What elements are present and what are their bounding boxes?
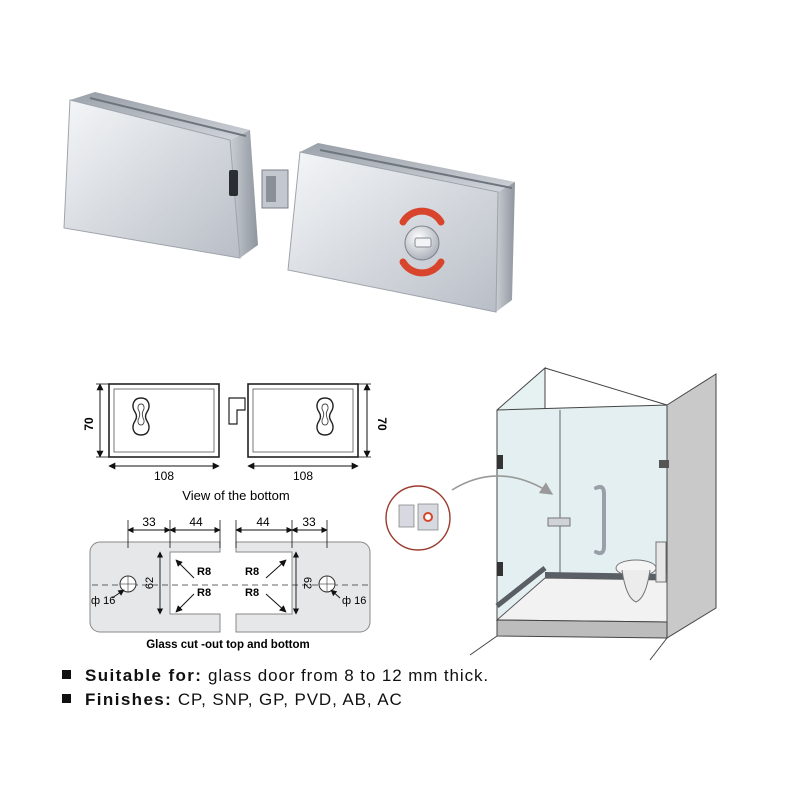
hole-dia-right: ф 16 — [342, 595, 366, 607]
lock-callout — [385, 475, 554, 551]
right-lock-block — [287, 143, 515, 313]
lock-photo — [63, 92, 515, 313]
width-label-left: 108 — [154, 469, 174, 483]
strike-plate — [261, 169, 289, 209]
width-label-right: 108 — [293, 469, 313, 483]
occupancy-indicator — [399, 207, 445, 277]
keyhole-right — [316, 397, 334, 436]
glass-cutout-drawing: ф 16 ф 16 33 44 44 33 62 62 R8 R8 R8 R8 … — [89, 515, 371, 651]
height-label-right: 70 — [375, 417, 389, 431]
shower-enclosure-illustration — [469, 366, 717, 661]
hole-dia-left: ф 16 — [91, 595, 115, 607]
bottom-view-caption: View of the bottom — [182, 488, 289, 503]
bullet-icon — [62, 670, 71, 679]
radius-label-4: R8 — [245, 587, 259, 599]
height-label-left: 70 — [82, 417, 96, 431]
toilet-icon — [615, 541, 667, 603]
spec-suitable-for: Suitable for: glass door from 8 to 12 mm… — [62, 666, 489, 686]
dim-33-left: 33 — [142, 515, 156, 529]
radius-label-1: R8 — [197, 566, 211, 578]
dim-44-left: 44 — [189, 515, 203, 529]
dim-62-left: 62 — [144, 577, 156, 589]
radius-label-3: R8 — [245, 566, 259, 578]
spec-key: Finishes: — [85, 690, 173, 709]
dim-33-right: 33 — [302, 515, 316, 529]
keyhole-left — [132, 397, 150, 436]
left-lock-block — [63, 92, 258, 259]
spec-value: CP, SNP, GP, PVD, AB, AC — [177, 690, 403, 709]
spec-finishes: Finishes: CP, SNP, GP, PVD, AB, AC — [62, 690, 403, 710]
bottom-view-drawing: 70 70 108 108 View of the bottom — [82, 383, 389, 503]
spec-key: Suitable for: — [85, 666, 203, 685]
bullet-icon — [62, 694, 71, 703]
glass-cut-caption: Glass cut -out top and bottom — [146, 639, 310, 651]
spec-value: glass door from 8 to 12 mm thick. — [208, 666, 490, 685]
door-handle — [594, 484, 606, 556]
dim-62-right: 62 — [301, 577, 313, 589]
dim-44-right: 44 — [256, 515, 270, 529]
radius-label-2: R8 — [197, 587, 211, 599]
